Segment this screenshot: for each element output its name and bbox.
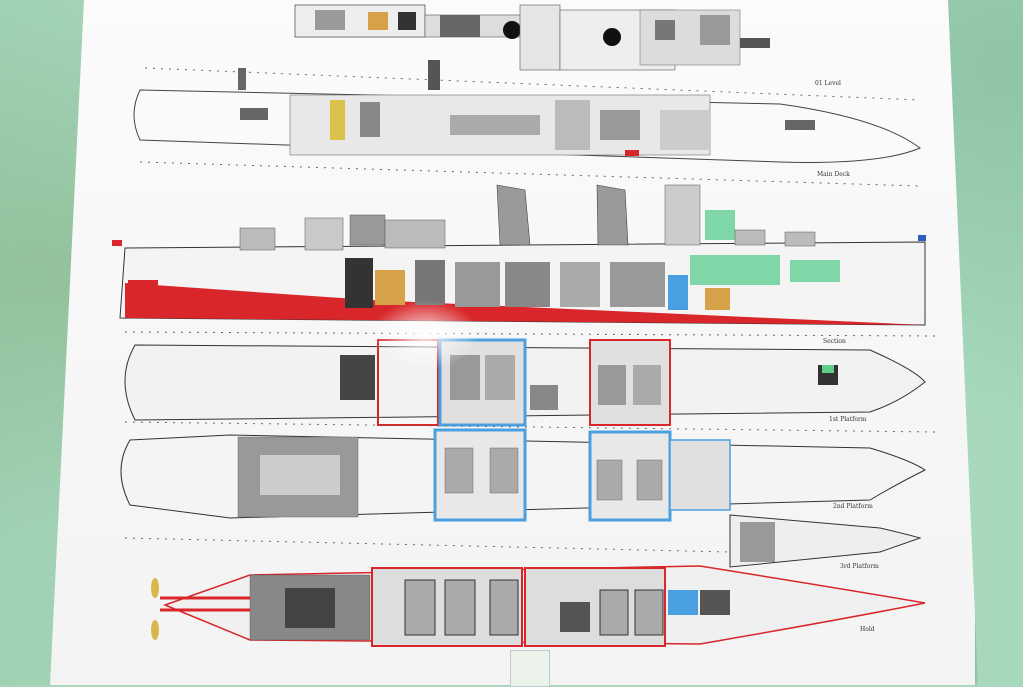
label-third-platform: 3rd Platform (840, 563, 879, 570)
second-platform-plan (120, 428, 926, 522)
profile-section (112, 184, 926, 326)
label-section: Section (823, 338, 846, 345)
light-glare (370, 300, 480, 370)
first-platform-plan (124, 338, 926, 427)
label-first-platform: 1st Platform (829, 416, 867, 423)
hold-plan (151, 565, 926, 647)
third-platform-plan (729, 514, 922, 568)
label-o1-level: 01 Level (815, 80, 841, 87)
o1-level-plan (294, 4, 770, 71)
label-second-platform: 2nd Platform (833, 503, 873, 510)
main-deck-plan (133, 60, 921, 163)
label-main-deck: Main Deck (817, 171, 850, 178)
mounting-plate (510, 650, 550, 687)
label-hold: Hold (860, 626, 875, 633)
